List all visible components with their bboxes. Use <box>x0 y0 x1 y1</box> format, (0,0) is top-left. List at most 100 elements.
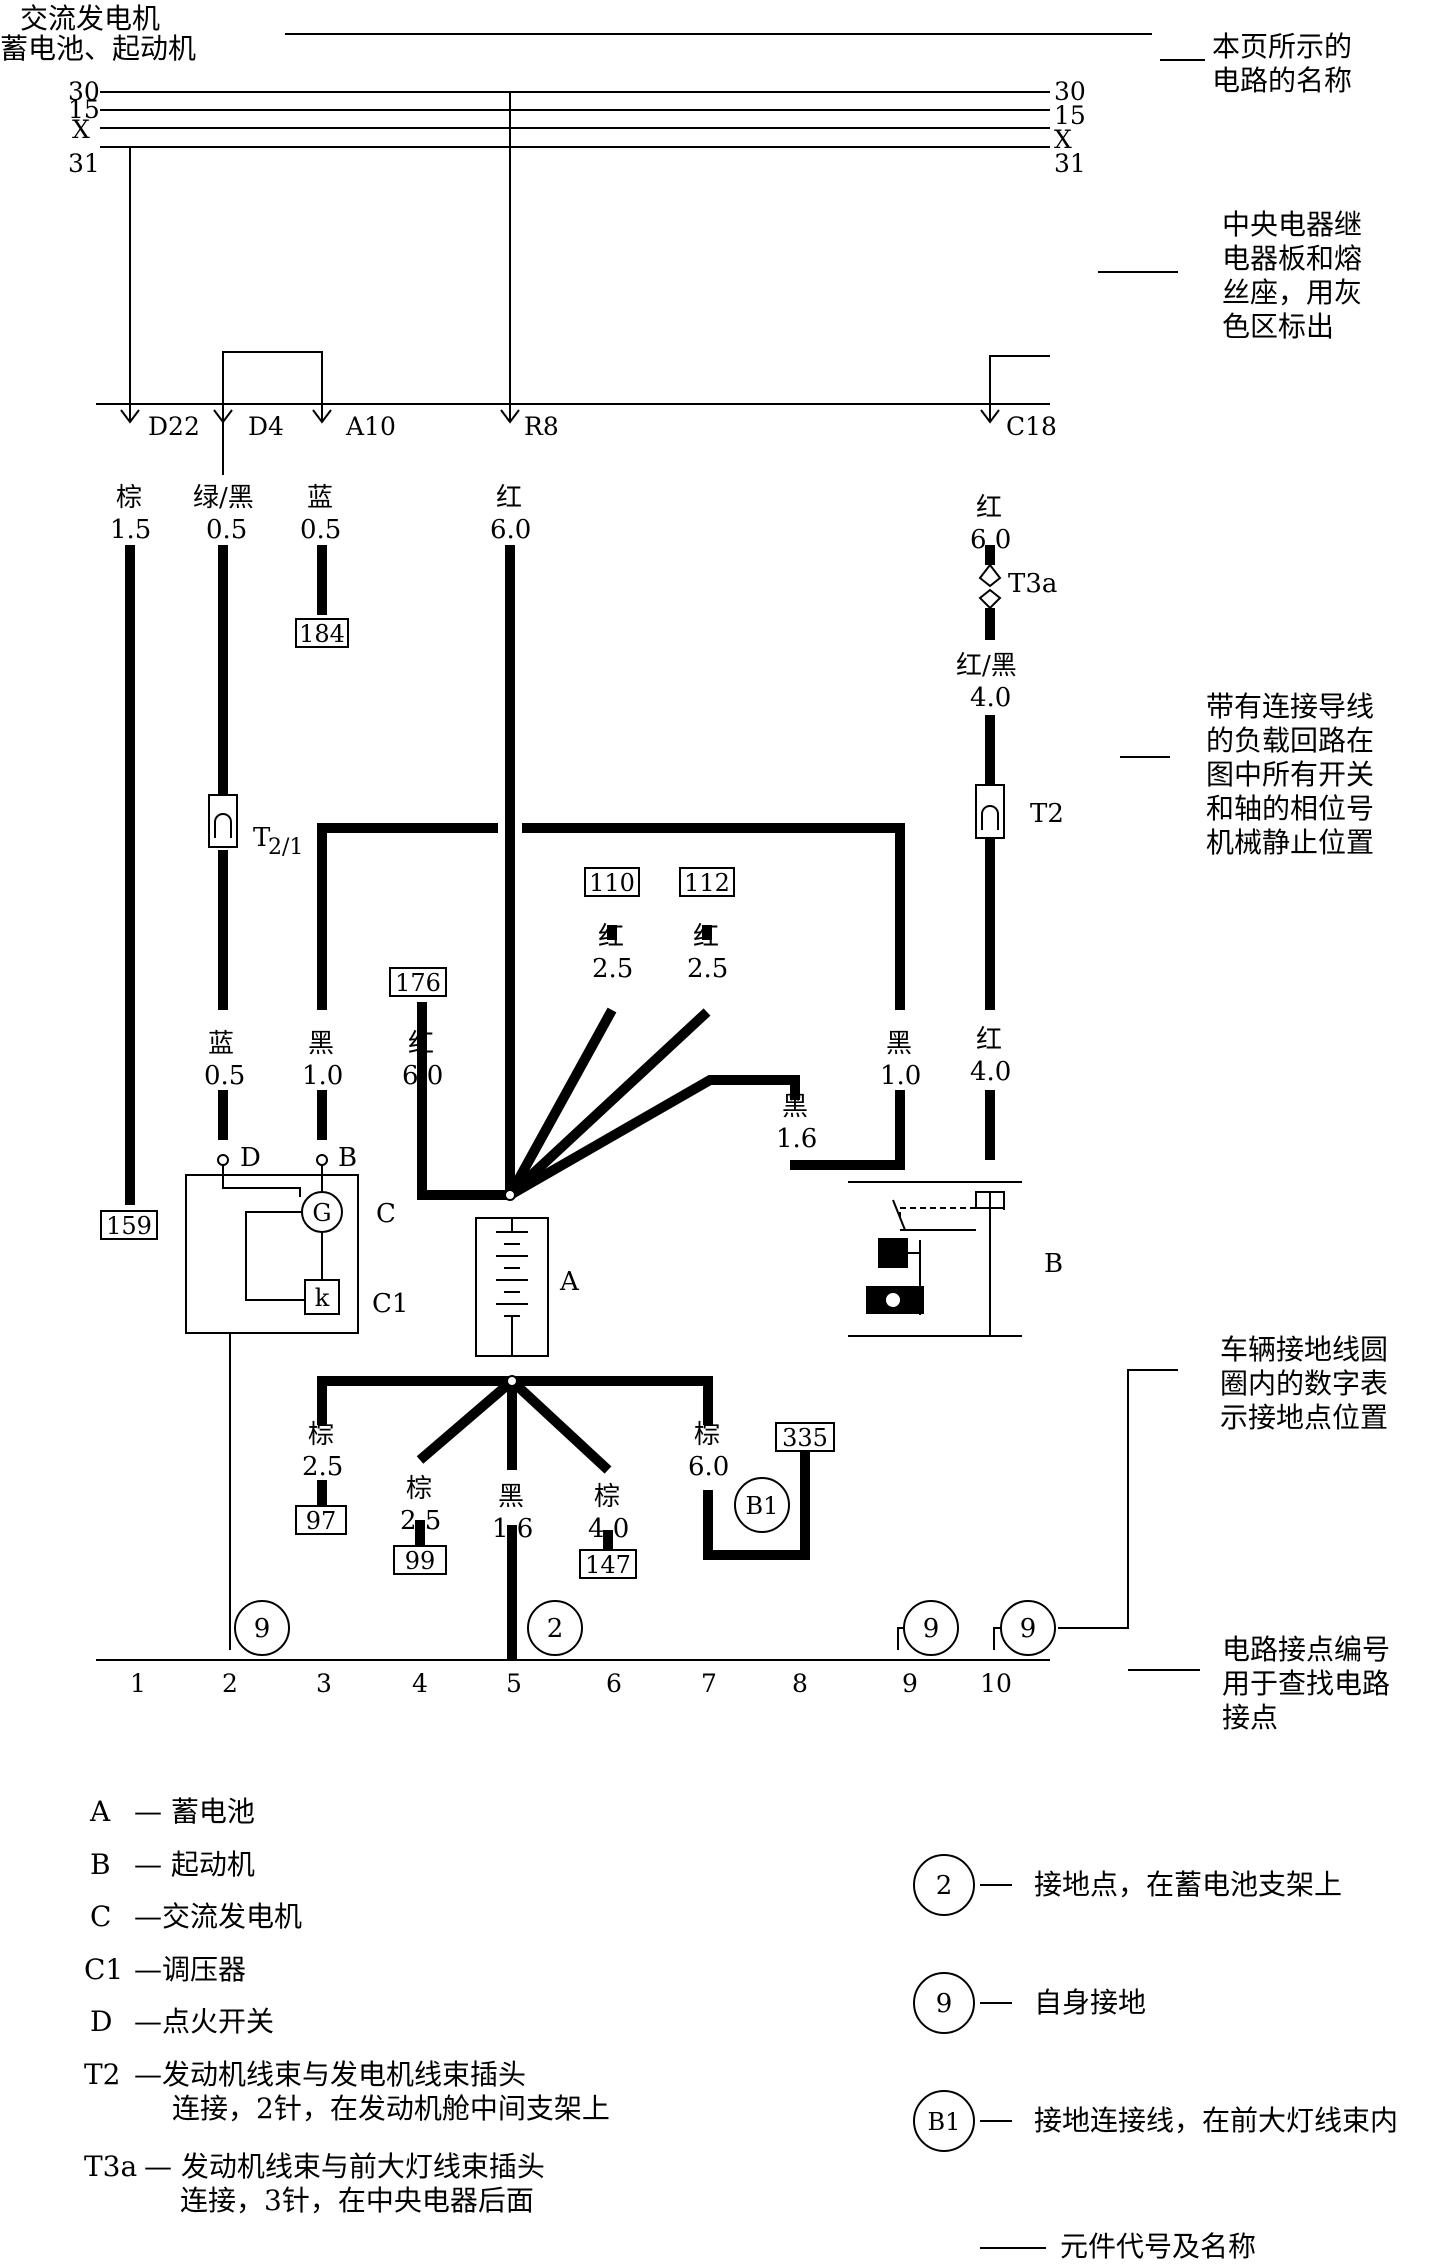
label-brown97-color: 棕 <box>308 1420 334 1450</box>
label-brown147-color: 棕 <box>594 1482 620 1512</box>
wire-black-r <box>522 823 905 1010</box>
starter <box>848 1181 1022 1337</box>
label-red176-size: 6.0 <box>402 1061 443 1091</box>
wire-red-110 <box>505 1007 617 1198</box>
label-brown97-size: 2.5 <box>302 1452 343 1482</box>
junction-battery-minus <box>506 1375 518 1387</box>
junction-battery-plus <box>504 1189 516 1201</box>
label-red112-size: 2.5 <box>687 954 728 984</box>
annotation-load-circuit: 带有连接导线 的负载回路在 图中所有开关 和轴的相位号 机械静止位置 <box>1206 690 1375 859</box>
wire-brown-99 <box>416 1377 516 1464</box>
column-5: 5 <box>506 1669 522 1698</box>
label-r8-size: 6.0 <box>490 515 531 545</box>
legend-ground-b1-symbol: B1 <box>928 2108 961 2136</box>
ref-99: 99 <box>405 1547 436 1575</box>
d4-a10-bridge <box>222 351 323 404</box>
column-6: 6 <box>606 1669 622 1698</box>
label-d4-color: 绿/黑 <box>193 483 254 513</box>
label-d4-size: 0.5 <box>206 515 247 545</box>
column-4: 4 <box>412 1669 428 1698</box>
legend-item-t2: T2—发动机线束与发电机线束插头 连接，2针，在发动机舱中间支架上 <box>84 2058 610 2125</box>
battery-label: A <box>559 1267 580 1297</box>
legend-item-b: B— 起动机 <box>90 1848 255 1881</box>
label-c18b-size: 4.0 <box>970 683 1011 713</box>
wire-red-176 <box>417 1002 510 1200</box>
column-10: 10 <box>980 1669 1012 1698</box>
wire-brown-60-lower <box>703 1450 810 1560</box>
column-2: 2 <box>222 1669 238 1698</box>
alternator <box>185 1154 359 1650</box>
alternator-label: C <box>376 1199 396 1229</box>
label-blueD-color: 蓝 <box>208 1029 234 1059</box>
wire-black-r-lower <box>790 1090 905 1170</box>
terminal-d22: D22 <box>148 412 200 441</box>
terminal-pins <box>120 404 1000 424</box>
ref-147: 147 <box>585 1551 631 1579</box>
c18-feed <box>989 355 1050 404</box>
label-black16b-color: 黑 <box>498 1482 524 1512</box>
ref-112: 112 <box>684 869 730 897</box>
legend-ground-9-text: 自身接地 <box>1034 1986 1147 2019</box>
starter-label: B <box>1044 1249 1063 1279</box>
rail-label-31-right: 31 <box>1054 149 1086 178</box>
label-c18c-size: 4.0 <box>970 1057 1011 1087</box>
connector-t21 <box>208 794 238 848</box>
pin-d-label: D <box>240 1143 261 1173</box>
label-brown99-color: 棕 <box>406 1474 432 1504</box>
wire-black-b <box>317 823 498 1010</box>
label-blackB-color: 黑 <box>308 1029 334 1059</box>
ref-335: 335 <box>782 1424 828 1452</box>
column-8: 8 <box>792 1669 808 1698</box>
label-black16a-color: 黑 <box>782 1092 808 1122</box>
generator-symbol: G <box>312 1199 331 1227</box>
legend-ground-symbols <box>913 1854 1046 2249</box>
ground-circles <box>234 1477 1056 1656</box>
connector-t21-sub: 2/1 <box>268 835 303 860</box>
connector-t2 <box>975 784 1005 839</box>
label-black16a-size: 1.6 <box>776 1124 817 1154</box>
label-a10-size: 0.5 <box>300 515 341 545</box>
wire-brown-97 <box>317 1376 512 1425</box>
ground-2: 2 <box>547 1614 564 1644</box>
annotation-circuit-name: 本页所示的 电路的名称 <box>1212 30 1353 97</box>
ref-110: 110 <box>589 869 635 897</box>
rail-label-x-left: X <box>72 115 90 144</box>
legend-ground-b1-text: 接地连接线，在前大灯线束内 <box>1034 2104 1399 2137</box>
header-title-2: 蓄电池、起动机 <box>0 32 196 65</box>
battery <box>475 1217 549 1357</box>
ref-boxes: 184 110 112 176 159 97 99 147 335 <box>100 618 835 1579</box>
ground-points-pointer <box>1058 1369 1178 1629</box>
label-black16b-size: 1.6 <box>492 1514 533 1544</box>
label-blueD-size: 0.5 <box>204 1061 245 1091</box>
wire-black-16a <box>507 1075 800 1200</box>
column-7: 7 <box>701 1669 717 1698</box>
terminal-c18: C18 <box>1006 412 1057 441</box>
rail-label-15-right: 15 <box>1054 101 1086 130</box>
column-9: 9 <box>902 1669 918 1698</box>
column-1: 1 <box>130 1669 146 1698</box>
annotation-contact-numbers: 电路接点编号 用于查找电路 接点 <box>1222 1633 1391 1734</box>
label-brown147-size: 4.0 <box>588 1514 629 1544</box>
ref-159: 159 <box>106 1212 152 1240</box>
label-red112-color: 红 <box>693 922 719 952</box>
rail-label-15-left: 15 <box>68 95 100 124</box>
header-title-1: 交流发电机 <box>20 2 160 35</box>
connector-t3a-label: T3a <box>1008 569 1057 599</box>
wire-labels: 棕 1.5 绿/黑 0.5 蓝 0.5 红 6.0 红 6.0 红/黑 4.0 … <box>110 483 1017 1544</box>
legend-ground-2-symbol: 2 <box>936 1871 953 1901</box>
legend-ground-9-symbol: 9 <box>936 1989 953 2019</box>
label-c18c-color: 红 <box>976 1025 1002 1055</box>
ref-176: 176 <box>395 969 441 997</box>
column-numbers: 1 2 3 4 5 6 7 8 9 10 <box>130 1669 1012 1698</box>
label-c18b-color: 红/黑 <box>956 651 1017 681</box>
legend-item-d: D—点火开关 <box>90 2005 275 2038</box>
label-red110-size: 2.5 <box>592 954 633 984</box>
annotation-ground-points: 车辆接地线圆 圈内的数字表 示接地点位置 <box>1220 1333 1389 1434</box>
label-brown99-size: 2.5 <box>400 1506 441 1536</box>
label-d22-color: 棕 <box>116 483 142 513</box>
label-brown60-color: 棕 <box>694 1420 720 1450</box>
connector-t3a <box>978 563 1002 610</box>
annotation-relay-board: 中央电器继 电器板和熔 丝座，用灰 色区标出 <box>1222 208 1363 343</box>
regulator-symbol: k <box>315 1284 330 1312</box>
power-rails <box>100 91 1050 148</box>
